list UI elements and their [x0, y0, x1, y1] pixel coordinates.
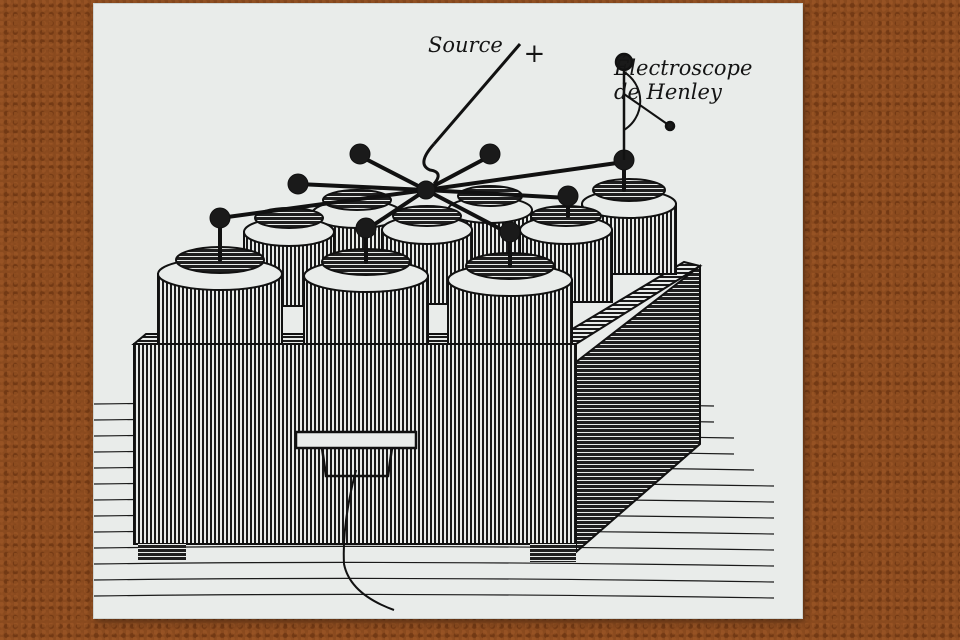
engraving-card: Source + Électroscope de Henley — [94, 4, 802, 618]
terminal-balls — [209, 143, 635, 243]
source-wire — [422, 43, 522, 185]
electroscope-line2: de Henley — [614, 79, 722, 104]
box-foot-right — [530, 544, 576, 562]
ground-wire — [342, 469, 395, 611]
jar — [157, 246, 283, 345]
source-label: Source + — [428, 30, 545, 68]
box-right-side — [575, 263, 701, 555]
electroscope-label: Électroscope de Henley — [614, 56, 753, 104]
electroscope-line1: Électroscope — [614, 56, 753, 80]
plus-sign: + — [523, 39, 546, 69]
box-foot-left — [138, 544, 186, 560]
source-text: Source — [428, 33, 503, 57]
battery-engraving — [94, 43, 775, 611]
connecting-rods — [218, 154, 626, 268]
electroscope — [614, 52, 676, 160]
box-handle — [294, 430, 418, 478]
